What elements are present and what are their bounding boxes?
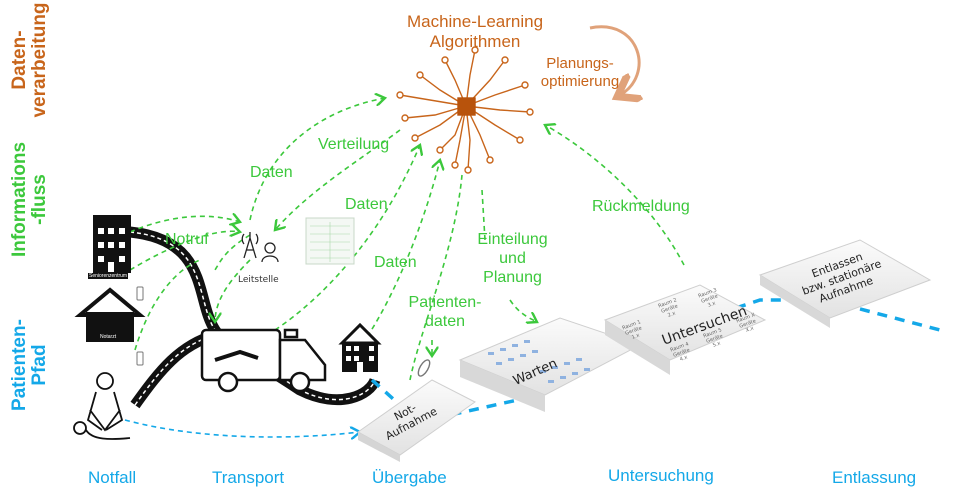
- flow-label-einteilung: Einteilung und Planung: [477, 231, 548, 286]
- senior-center-icon: [93, 215, 131, 273]
- flow-label-daten-3: Daten: [374, 254, 417, 271]
- flow-label-rueckmeldung: Rückmeldung: [592, 198, 690, 215]
- ambulance-icon: [200, 328, 327, 393]
- ml-circuit-brain-icon: [396, 46, 534, 174]
- phase-untersuchung: Untersuchung: [608, 466, 714, 485]
- phase-transport: Transport: [212, 468, 285, 487]
- wearable-sensor-icon: [417, 359, 431, 377]
- document-icon: [305, 217, 355, 265]
- senior-center-caption: Seniorenzentrum: [88, 273, 129, 279]
- dispatch-caption: Leitstelle: [238, 275, 279, 285]
- flow-label-notruf: Notruf: [165, 231, 209, 248]
- room-entlassen[interactable]: [758, 239, 932, 328]
- room-warten[interactable]: [458, 317, 642, 412]
- flow-label-daten-2: Daten: [345, 196, 388, 213]
- hospital-icon: [338, 322, 382, 372]
- room-untersuchen[interactable]: [603, 284, 767, 375]
- optimization-loop-arrow: [589, 25, 639, 95]
- phone-signal-icon: [136, 286, 144, 366]
- home-emergency-icon: [74, 287, 146, 342]
- planning-optimization-label: Planungs- optimierung: [540, 55, 620, 90]
- phase-entlassung: Entlassung: [832, 468, 917, 487]
- home-caption: Notarzt: [100, 334, 117, 340]
- flow-label-verteilung: Verteilung: [318, 136, 390, 153]
- ml-algorithms-title: Machine-Learning Algorithmen: [406, 12, 544, 51]
- phase-uebergabe: Übergabe: [372, 468, 447, 487]
- flow-label-patientendaten: Patienten- daten: [408, 294, 482, 330]
- flow-label-daten-1: Daten: [250, 164, 293, 181]
- information-flow-arrows: [129, 98, 685, 381]
- room-notaufnahme[interactable]: [357, 379, 476, 462]
- cpr-person-icon: [73, 372, 131, 440]
- radio-tower-icon: [241, 232, 279, 263]
- phase-notfall: Notfall: [88, 468, 137, 487]
